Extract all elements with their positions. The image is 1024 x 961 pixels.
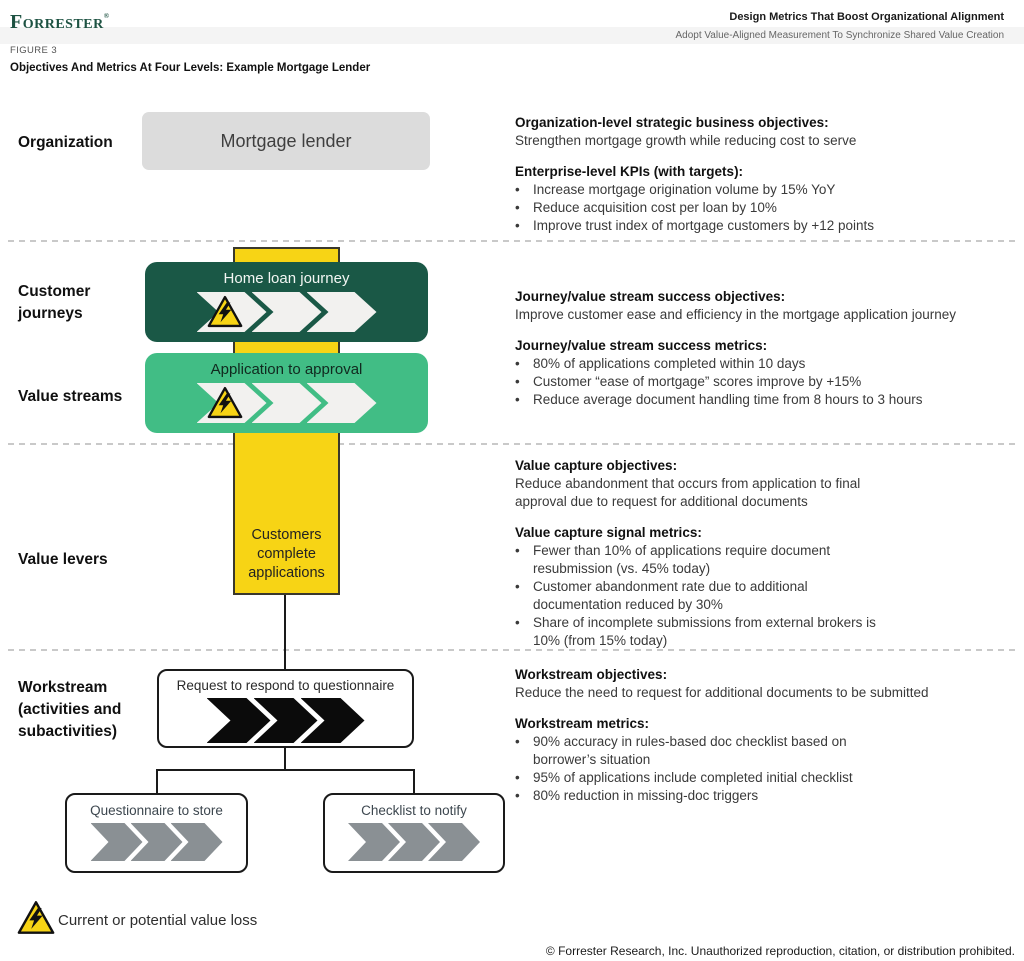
connector-line	[413, 769, 415, 794]
bullet-glyph: •	[515, 543, 520, 558]
metrics-heading: Enterprise-level KPIs (with targets):	[515, 164, 744, 179]
metrics-heading: Journey/value stream success metrics:	[515, 338, 768, 353]
value-loss-warning-icon	[207, 386, 243, 419]
metric-bullet: • 95% of applications include completed i…	[515, 769, 999, 787]
row-label-value-streams: Value streams	[18, 388, 123, 405]
logo-rest: ORRESTER	[22, 17, 104, 32]
bullet-glyph: •	[515, 734, 520, 749]
value-lever-label: Customers complete applications	[248, 526, 325, 581]
bullet-glyph: •	[515, 218, 520, 233]
figure-title: Objectives And Metrics At Four Levels: E…	[10, 62, 371, 74]
stream-box-title: Application to approval	[210, 361, 363, 378]
objective-body: Reduce abandonment that occurs from appl…	[515, 476, 861, 509]
value-loss-warning-icon	[17, 897, 55, 938]
subactivity-chevrons	[325, 823, 503, 861]
legend-label: Current or potential value loss	[58, 912, 258, 929]
organization-box: Mortgage lender	[142, 112, 430, 170]
row-label-workstream: Workstream (activities and subactivities…	[18, 679, 122, 740]
metric-bullet: • Customer abandonment rate due to additi…	[515, 578, 999, 614]
stream-chevrons	[145, 383, 428, 423]
metric-text: 80% reduction in missing-doc triggers	[533, 788, 759, 803]
objective-body: Improve customer ease and efficiency in …	[515, 307, 956, 322]
journey-chevrons	[145, 292, 428, 332]
connector-line	[284, 595, 286, 669]
journey-box-title: Home loan journey	[223, 270, 350, 287]
panel-workstream: Workstream objectives: Reduce the need t…	[515, 666, 999, 805]
bullet-glyph: •	[515, 200, 520, 215]
report-subtitle: Adopt Value-Aligned Measurement To Synch…	[675, 30, 1004, 41]
bullet-glyph: •	[515, 374, 520, 389]
panel-journey: Journey/value stream success objectives:…	[515, 288, 999, 409]
chevron-arrow-icon	[91, 823, 143, 861]
dashed-separator	[8, 443, 1016, 445]
connector-line	[156, 769, 158, 794]
registered-mark: ®	[103, 12, 110, 20]
panel-organization: Organization-level strategic business ob…	[515, 114, 999, 235]
metric-bullet: • Customer “ease of mortgage” scores impr…	[515, 373, 999, 391]
metric-bullet: • Reduce acquisition cost per loan by 10%	[515, 199, 999, 217]
objective-heading: Workstream objectives:	[515, 667, 668, 682]
objective-heading: Value capture objectives:	[515, 458, 678, 473]
row-label-organization: Organization	[18, 134, 113, 151]
metric-bullet: • Increase mortgage origination volume by…	[515, 181, 999, 199]
metric-text: Customer “ease of mortgage” scores impro…	[533, 374, 862, 389]
chevron-arrow-icon	[348, 823, 400, 861]
metric-bullet: • Reduce average document handling time f…	[515, 391, 999, 409]
workstream-box: Request to respond to questionnaire	[157, 669, 414, 748]
bullet-glyph: •	[515, 788, 520, 803]
value-stream-box: Application to approval	[145, 353, 428, 433]
metric-text: Improve trust index of mortgage customer…	[533, 218, 875, 233]
objective-heading: Organization-level strategic business ob…	[515, 115, 829, 130]
metric-text: Fewer than 10% of applications require d…	[533, 543, 831, 576]
metric-text: Customer abandonment rate due to additio…	[533, 579, 808, 612]
header-band: Adopt Value-Aligned Measurement To Synch…	[0, 27, 1024, 44]
metric-text: Share of incomplete submissions from ext…	[533, 615, 876, 648]
subactivity-box-title: Questionnaire to store	[90, 803, 223, 818]
bullet-glyph: •	[515, 770, 520, 785]
metrics-heading: Workstream metrics:	[515, 716, 650, 731]
logo-initial: F	[10, 11, 23, 33]
metrics-heading: Value capture signal metrics:	[515, 525, 702, 540]
objective-body: Strengthen mortgage growth while reducin…	[515, 133, 857, 148]
bullet-glyph: •	[515, 392, 520, 407]
metric-text: 80% of applications completed within 10 …	[533, 356, 806, 371]
objective-body: Reduce the need to request for additiona…	[515, 685, 929, 700]
row-label-value-levers: Value levers	[18, 551, 108, 568]
customer-journey-box: Home loan journey	[145, 262, 428, 342]
metric-text: Reduce acquisition cost per loan by 10%	[533, 200, 777, 215]
metric-bullet: • 90% accuracy in rules-based doc checkli…	[515, 733, 999, 769]
subactivity-box-checklist: Checklist to notify	[323, 793, 505, 873]
metric-bullet: • Improve trust index of mortgage custome…	[515, 217, 999, 235]
copyright-notice: © Forrester Research, Inc. Unauthorized …	[545, 944, 1015, 958]
subactivity-box-questionnaire: Questionnaire to store	[65, 793, 248, 873]
metric-bullet: • 80% reduction in missing-doc triggers	[515, 787, 999, 805]
workstream-chevrons	[159, 698, 412, 743]
report-title: Design Metrics That Boost Organizational…	[729, 11, 1004, 23]
bullet-glyph: •	[515, 356, 520, 371]
row-label-customer-journeys: Customer journeys	[18, 283, 91, 322]
objective-heading: Journey/value stream success objectives:	[515, 289, 786, 304]
connector-line	[156, 769, 415, 771]
panel-value-capture: Value capture objectives: Reduce abandon…	[515, 457, 999, 650]
workstream-box-title: Request to respond to questionnaire	[176, 678, 395, 693]
forrester-logo: FORRESTER®	[10, 11, 109, 34]
metric-bullet: • 80% of applications completed within 10…	[515, 355, 999, 373]
dashed-separator	[8, 649, 1016, 651]
bullet-glyph: •	[515, 615, 520, 630]
metric-bullet: • Fewer than 10% of applications require …	[515, 542, 999, 578]
metric-text: 90% accuracy in rules-based doc checklis…	[533, 734, 847, 767]
dashed-separator	[8, 240, 1016, 242]
metric-text: Increase mortgage origination volume by …	[533, 182, 836, 197]
bullet-glyph: •	[515, 182, 520, 197]
figure-label: FIGURE 3	[10, 45, 58, 56]
bullet-glyph: •	[515, 579, 520, 594]
metric-text: 95% of applications include completed in…	[533, 770, 853, 785]
connector-line	[284, 747, 286, 770]
subactivity-chevrons	[67, 823, 246, 861]
metric-bullet: • Share of incomplete submissions from ex…	[515, 614, 999, 650]
subactivity-box-title: Checklist to notify	[361, 803, 467, 818]
value-loss-warning-icon	[207, 295, 243, 328]
metric-text: Reduce average document handling time fr…	[533, 392, 923, 407]
